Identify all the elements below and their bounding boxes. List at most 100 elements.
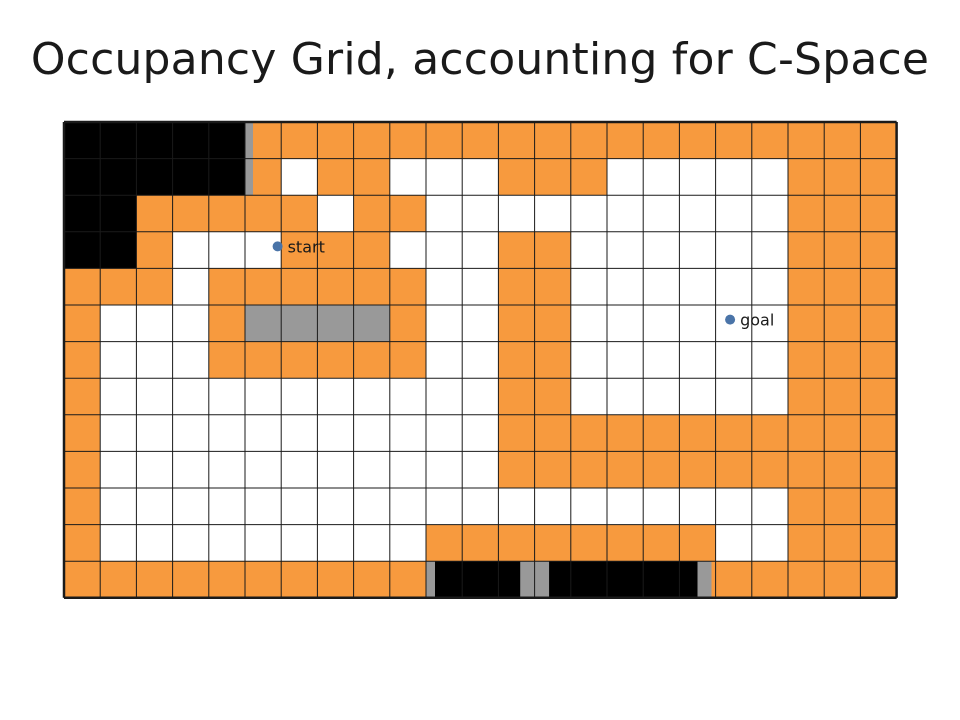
- grid-cell-free: [751, 341, 788, 379]
- grid-cell-cspace: [570, 451, 607, 488]
- grid-cell-free: [208, 231, 245, 269]
- grid-cell-free: [498, 488, 535, 525]
- grid-cell-free: [245, 524, 282, 562]
- grid-cell-free: [100, 524, 137, 562]
- grid-cell-cspace: [751, 451, 788, 488]
- grid-cell-obstacle: [100, 158, 137, 196]
- grid-cell-cspace: [860, 378, 897, 415]
- grid-cell-cspace: [498, 158, 535, 196]
- grid-cell-cspace: [824, 341, 861, 379]
- grid-cell-cspace: [281, 561, 318, 598]
- grid-cell-free: [679, 268, 716, 305]
- grid-cell-free: [426, 414, 463, 452]
- grid-cell-cspace: [788, 341, 825, 379]
- grid-cell-cspace: [534, 414, 571, 452]
- grid-cell-cspace: [860, 231, 897, 269]
- grid-cell-free: [172, 451, 209, 488]
- grid-cell-free: [570, 378, 607, 415]
- start-label: start: [288, 237, 325, 256]
- grid-cell-cspace: [498, 414, 535, 452]
- grid-cell-cspace: [679, 451, 716, 488]
- grid-cell-cspace: [715, 122, 752, 159]
- grid-cell-cspace: [100, 561, 137, 598]
- grid-cell-cspace: [281, 268, 318, 305]
- grid-cell-cspace: [570, 122, 607, 159]
- grid-cell-free: [607, 378, 644, 415]
- grid-cell-free: [570, 195, 607, 232]
- grid-cell-free: [679, 341, 716, 379]
- grid-cell-cspace: [426, 524, 463, 562]
- grid-cell-cspace: [317, 231, 354, 269]
- grid-cell-free: [534, 195, 571, 232]
- grid-cell-cspace: [751, 561, 788, 598]
- grid-cell-free: [389, 231, 426, 269]
- grid-cell-free: [100, 451, 137, 488]
- grid-cell-cspace: [498, 524, 535, 562]
- grid-cell-cspace: [570, 524, 607, 562]
- grid-cell-free: [426, 341, 463, 379]
- grid-cell-cspace: [607, 414, 644, 452]
- page-title: Occupancy Grid, accounting for C-Space: [30, 34, 930, 85]
- grid-cell-cspace: [64, 341, 101, 379]
- grid-cell-free: [462, 451, 499, 488]
- goal-marker: goal: [725, 311, 774, 330]
- grid-cell-cspace: [353, 195, 390, 232]
- grid-cell-free: [715, 341, 752, 379]
- grid-cell-obstacle: [100, 122, 137, 159]
- grid-cell-free: [607, 231, 644, 269]
- grid-cell-cspace: [136, 561, 173, 598]
- grid-cell-cspace: [208, 341, 245, 379]
- grid-cell-cspace: [643, 451, 680, 488]
- grid-cell-cspace: [824, 488, 861, 525]
- grid-cell-cspace: [751, 414, 788, 452]
- grid-cell-cspace: [208, 561, 245, 598]
- grid-cell-cspace: [389, 195, 426, 232]
- grid-cell-free: [570, 268, 607, 305]
- grid-cell-cspace: [353, 561, 390, 598]
- grid-cell-cspace: [245, 341, 282, 379]
- grid-cell-free: [679, 158, 716, 196]
- grid-cell-cspace: [824, 524, 861, 562]
- grid-cell-cspace: [715, 561, 752, 598]
- grid-cell-cspace: [317, 341, 354, 379]
- grid-cell-cspace: [64, 451, 101, 488]
- grid-cell-cspace: [389, 122, 426, 159]
- grid-cell-free: [643, 231, 680, 269]
- wall-segment: [520, 561, 551, 598]
- grid-cell-cspace: [462, 122, 499, 159]
- grid-cell-free: [100, 378, 137, 415]
- grid-cell-cspace: [534, 231, 571, 269]
- grid-cell-free: [281, 378, 318, 415]
- grid-cell-free: [317, 414, 354, 452]
- grid-cell-cspace: [607, 451, 644, 488]
- grid-cell-cspace: [245, 268, 282, 305]
- grid-cell-cspace: [788, 195, 825, 232]
- grid-cell-cspace: [353, 231, 390, 269]
- grid-cell-cspace: [389, 561, 426, 598]
- grid-cell-cspace: [824, 561, 861, 598]
- grid-cell-cspace: [389, 305, 426, 342]
- grid-cell-free: [172, 231, 209, 269]
- grid-cell-free: [715, 378, 752, 415]
- grid-cell-cspace: [136, 268, 173, 305]
- grid-cell-cspace: [788, 231, 825, 269]
- grid-cell-free: [172, 378, 209, 415]
- grid-cell-free: [136, 524, 173, 562]
- grid-cell-free: [389, 158, 426, 196]
- grid-cell-free: [100, 341, 137, 379]
- grid-cell-free: [534, 488, 571, 525]
- grid-cell-obstacle: [64, 122, 101, 159]
- grid-cell-free: [172, 305, 209, 342]
- grid-markers: start goal: [272, 237, 774, 330]
- grid-cell-cspace: [534, 341, 571, 379]
- grid-cell-cspace: [64, 305, 101, 342]
- grid-cell-free: [281, 524, 318, 562]
- grid-cell-cspace: [353, 341, 390, 379]
- grid-cell-free: [751, 158, 788, 196]
- grid-cell-free: [607, 158, 644, 196]
- grid-cell-free: [317, 195, 354, 232]
- grid-cell-cspace: [317, 158, 354, 196]
- grid-cell-cspace: [317, 122, 354, 159]
- grid-cell-cspace: [498, 231, 535, 269]
- grid-cell-free: [353, 488, 390, 525]
